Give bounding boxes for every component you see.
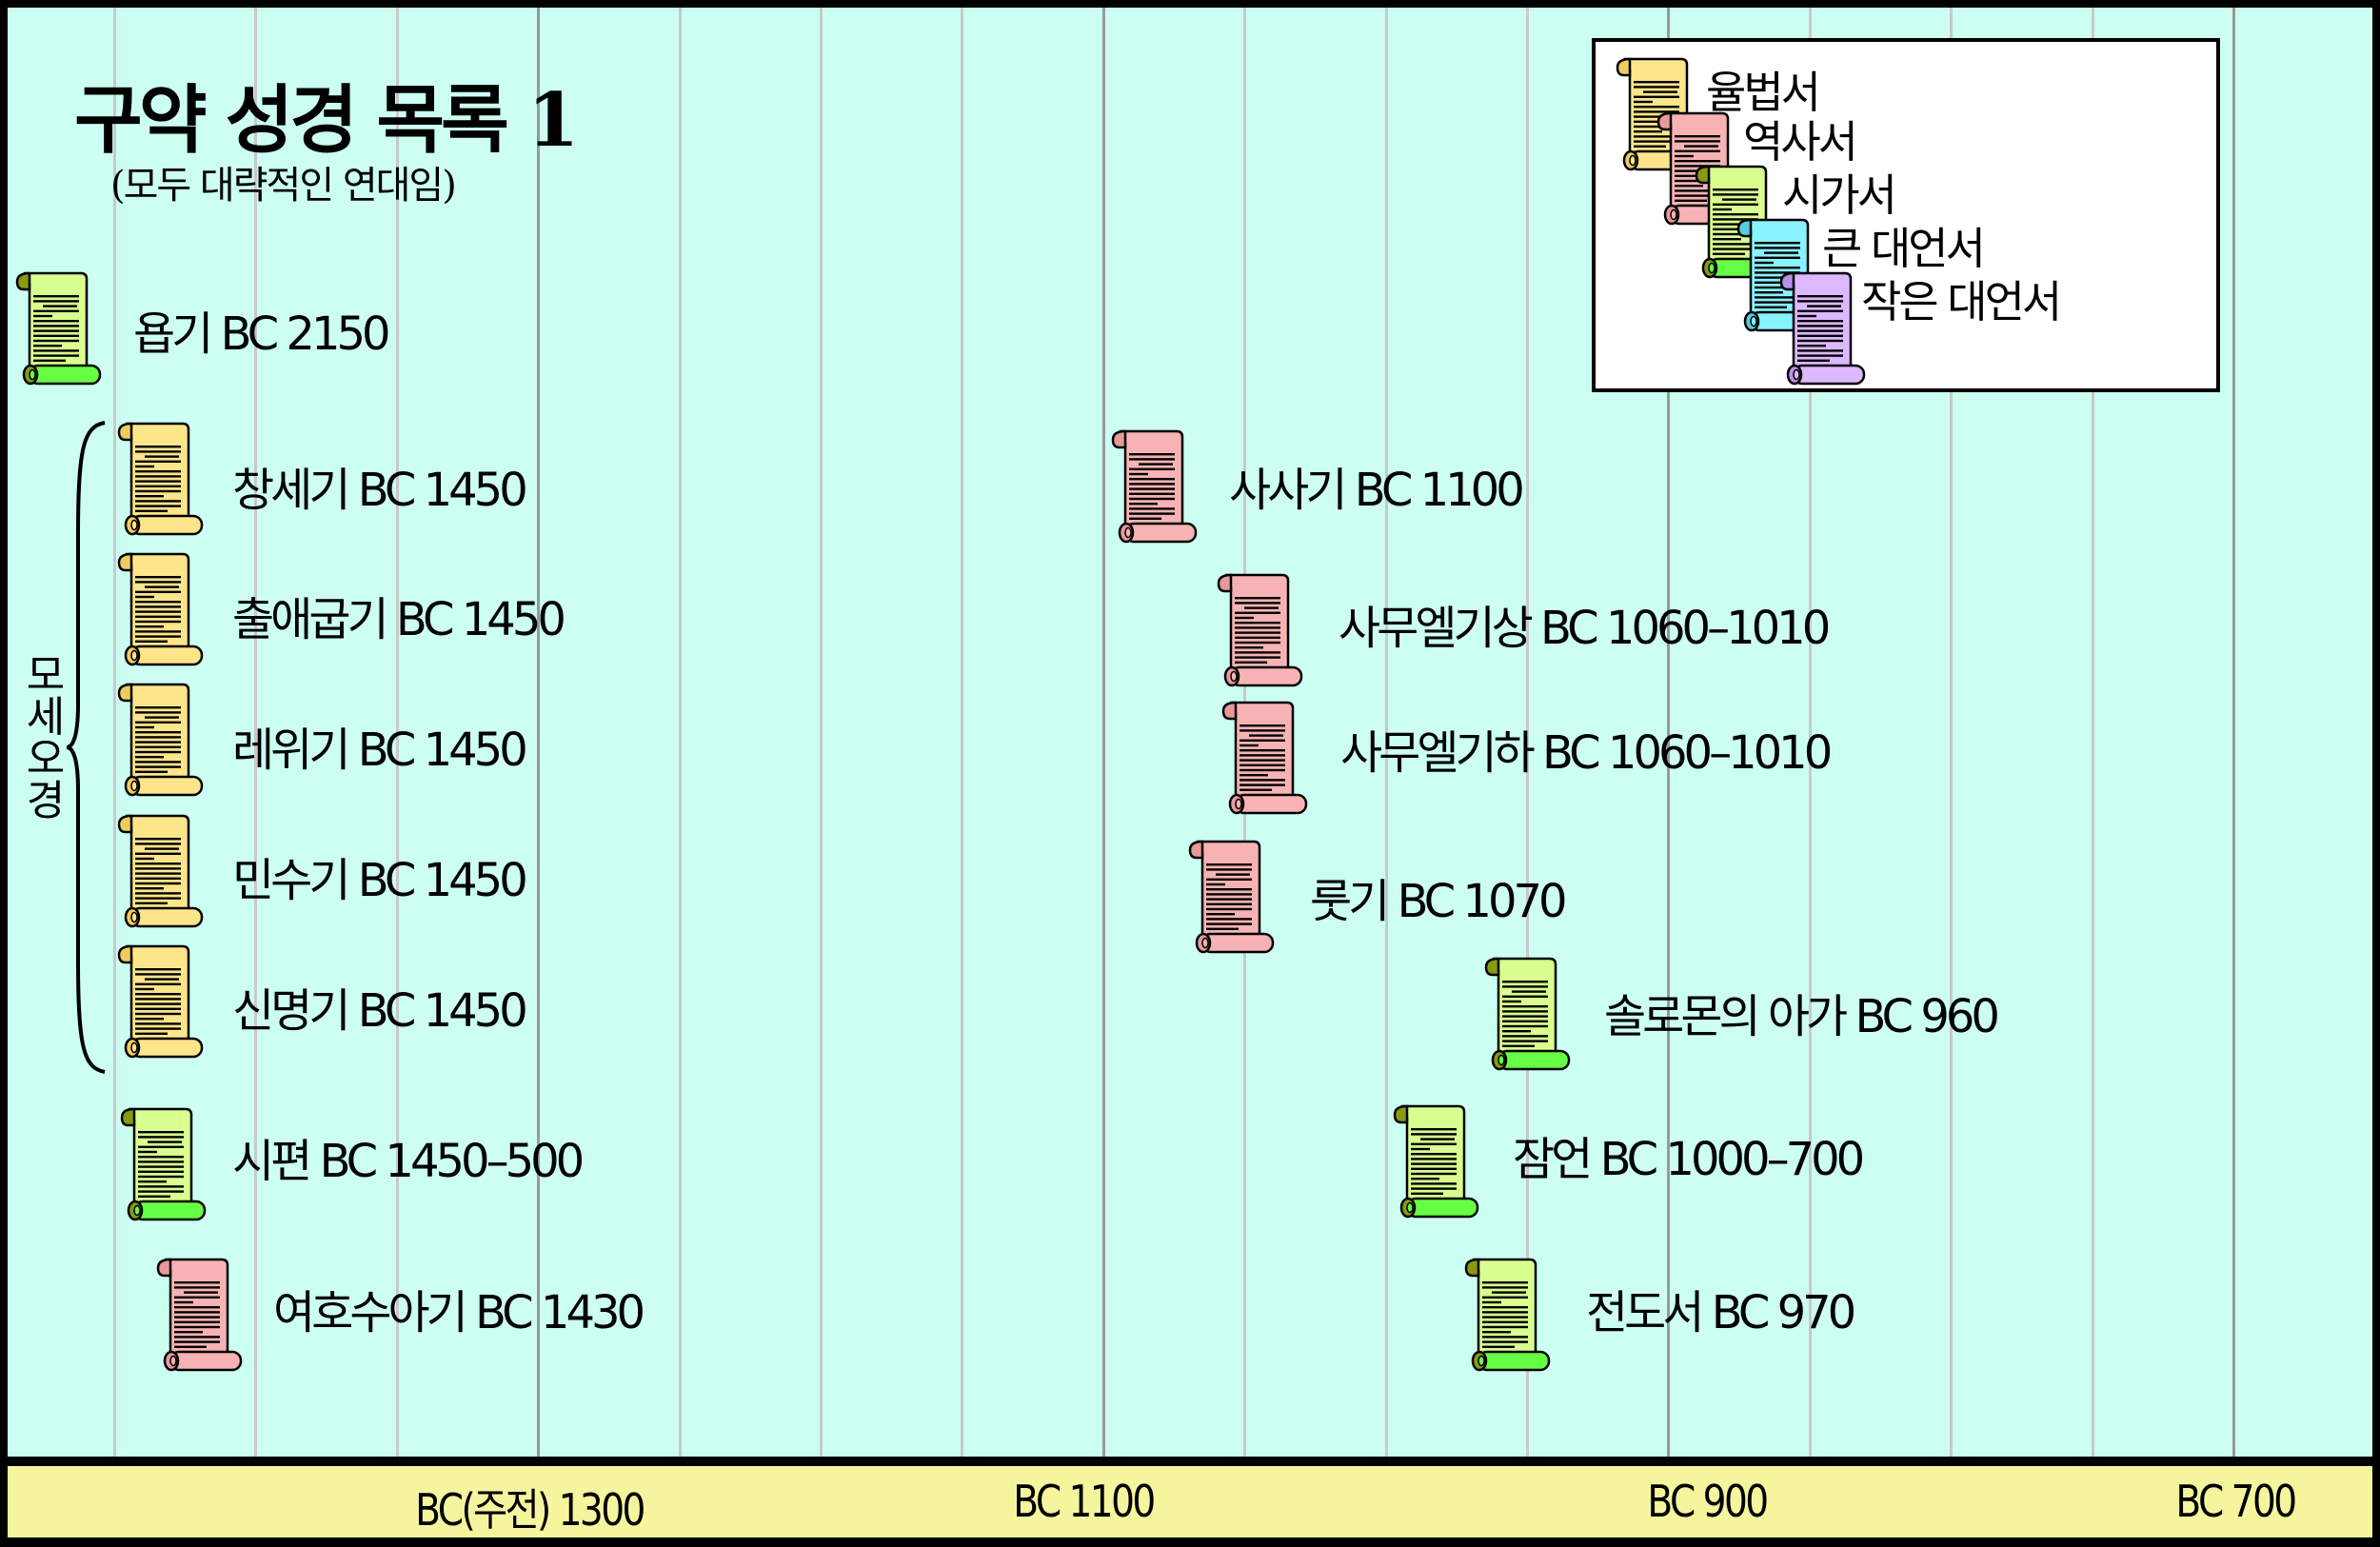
axis-tick-label: BC 900 [1647, 1476, 1769, 1527]
legend-label: 율법서 [1706, 67, 1821, 118]
axis-tick-label: BC(주전) 1300 [415, 1484, 645, 1536]
gridline [1101, 8, 1105, 1457]
pentateuch-brace [66, 421, 106, 1074]
scroll-icon [1108, 428, 1198, 545]
gridline [1808, 8, 1812, 1457]
scroll-icon [1461, 1257, 1551, 1373]
legend-label: 큰 대언서 [1822, 223, 1986, 274]
legend: 율법서 역사서 시가서 큰 대언서 작은 대언서 [1592, 38, 2220, 392]
scroll-icon [1481, 956, 1571, 1072]
axis-tick-label: BC 1100 [1013, 1476, 1156, 1527]
gridline [537, 8, 541, 1457]
book-label: 룻기 BC 1070 [1310, 875, 1568, 928]
scroll-icon [1111, 429, 1198, 544]
book-label: 레위기 BC 1450 [232, 724, 528, 777]
book-label: 사무엘기하 BC 1060–1010 [1340, 726, 1833, 780]
scroll-icon [156, 1258, 243, 1372]
scroll-icon [1221, 701, 1308, 815]
book-label: 출애굽기 BC 1450 [232, 593, 566, 646]
book-label: 사무엘기상 BC 1060–1010 [1339, 602, 1831, 655]
legend-label: 작은 대언서 [1861, 276, 2062, 327]
gridline [254, 8, 258, 1457]
page-title: 구약 성경 목록 1 [74, 77, 579, 164]
legend-label: 시가서 [1782, 169, 1897, 221]
book-label: 여호수아기 BC 1430 [273, 1286, 645, 1339]
scroll-icon [1484, 957, 1571, 1071]
book-label: 욥기 BC 2150 [133, 307, 391, 361]
scroll-icon [1188, 840, 1275, 954]
scroll-icon [120, 1107, 207, 1221]
pentateuch-label: 모세오경 [26, 651, 66, 825]
gridline [2091, 8, 2094, 1457]
gridline [961, 8, 964, 1457]
gridline [1950, 8, 1954, 1457]
scroll-icon [117, 944, 204, 1059]
timeline-area: 구약 성경 목록 1 (모두 대략적인 연대임) 모세오경 욥기 BC 2150… [8, 8, 2372, 1457]
scroll-icon [1393, 1104, 1479, 1219]
scroll-icon [117, 683, 204, 797]
scroll-icon [117, 1106, 207, 1222]
scroll-icon [1214, 572, 1303, 688]
scroll-icon [117, 814, 204, 928]
scroll-icon [15, 271, 102, 386]
scroll-icon [1185, 839, 1275, 955]
book-label: 솔로몬의 아가 BC 960 [1604, 990, 2000, 1043]
scroll-icon [114, 682, 204, 798]
scroll-icon [117, 552, 204, 666]
gridline [395, 8, 399, 1457]
legend-label: 역사서 [1743, 116, 1858, 168]
axis-tick-label: BC 700 [2175, 1476, 2297, 1527]
scroll-icon [1217, 573, 1303, 687]
scroll-icon [114, 943, 204, 1060]
gridline [1526, 8, 1529, 1457]
time-axis: BC(주전) 1300 BC 1100 BC 900 BC 700 [8, 1466, 2372, 1537]
page-subtitle: (모두 대략적인 연대임) [110, 164, 457, 208]
book-label: 창세기 BC 1450 [232, 464, 528, 517]
gridline [113, 8, 116, 1457]
book-label: 민수기 BC 1450 [232, 854, 528, 907]
scroll-icon [1464, 1258, 1551, 1372]
scroll-icon [153, 1257, 243, 1373]
scroll-icon [1219, 700, 1308, 816]
scroll-icon [12, 270, 102, 387]
gridline [1384, 8, 1388, 1457]
book-label: 사사기 BC 1100 [1229, 464, 1525, 517]
scroll-icon [114, 813, 204, 929]
scroll-icon [1390, 1103, 1479, 1220]
gridline [820, 8, 823, 1457]
scroll-icon [1779, 271, 1866, 386]
book-label: 전도서 BC 970 [1586, 1286, 1856, 1339]
scroll-icon [114, 421, 204, 537]
gridline [678, 8, 682, 1457]
gridline [1667, 8, 1671, 1457]
scroll-icon [114, 551, 204, 667]
book-label: 시편 BC 1450–500 [232, 1135, 585, 1188]
book-label: 잠언 BC 1000–700 [1513, 1133, 1865, 1186]
book-label: 신명기 BC 1450 [232, 984, 528, 1038]
gridline [2232, 8, 2235, 1457]
scroll-icon [1776, 270, 1866, 387]
scroll-icon [117, 422, 204, 536]
